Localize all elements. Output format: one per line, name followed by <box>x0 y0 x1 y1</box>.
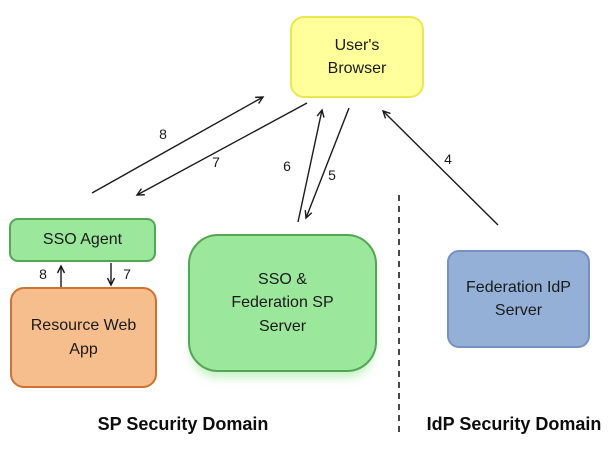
arrow-label-7: 7 <box>212 154 220 170</box>
node-resource-web-app: Resource Web App <box>10 287 157 388</box>
node-federation-idp-server: Federation IdP Server <box>447 250 590 348</box>
node-federation-idp-server-label: Federation IdP Server <box>466 278 571 319</box>
arrow-label-8-vertical: 8 <box>39 266 47 282</box>
idp-security-domain-label: IdP Security Domain <box>426 414 602 434</box>
arrow-label-4: 4 <box>444 151 452 167</box>
arrow-7-browser-to-agent <box>135 102 308 196</box>
arrow-label-6: 6 <box>283 158 291 174</box>
arrow-4-idpserver-to-browser <box>381 109 499 226</box>
node-sso-federation-sp-server: SSO & Federation SP Server <box>188 234 377 372</box>
arrow-8-agent-to-browser <box>91 96 265 194</box>
node-users-browser-label: User's Browser <box>327 36 387 77</box>
node-sso-agent: SSO Agent <box>9 218 156 262</box>
node-resource-web-app-label: Resource Web App <box>30 317 137 358</box>
node-sso-agent-label: SSO Agent <box>42 231 123 249</box>
arrow-label-8: 8 <box>159 126 167 142</box>
sp-security-domain-label: SP Security Domain <box>97 414 269 434</box>
arrow-label-5: 5 <box>328 167 336 183</box>
arrow-6-spserver-to-browser <box>297 108 325 223</box>
node-sso-federation-sp-server-label: SSO & Federation SP Server <box>231 271 334 335</box>
arrow-label-7-vertical: 7 <box>123 266 131 282</box>
node-users-browser: User's Browser <box>290 16 424 98</box>
arrow-5-browser-to-spserver <box>304 107 350 220</box>
